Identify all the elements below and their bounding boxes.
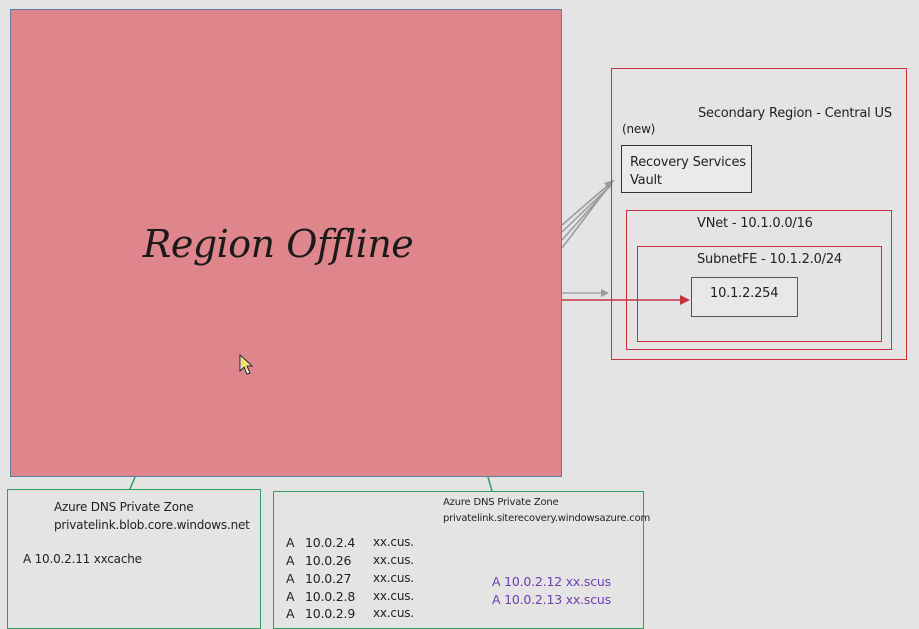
region-offline-overlay: Region Offline	[10, 9, 562, 477]
dns-secondary-record: A 10.0.2.13 xx.scus	[492, 592, 611, 607]
dns-record-type: A	[286, 553, 295, 568]
dns-record-host: xx.cus.	[373, 535, 414, 549]
vnet-box	[626, 210, 892, 350]
vault-label-line1: Recovery Services	[630, 155, 746, 170]
dns-record-host: xx.cus.	[373, 553, 414, 567]
dns-record-ip: 10.0.26	[305, 553, 352, 568]
dns-record-host: xx.cus.	[373, 589, 414, 603]
dns-record-type: A	[286, 589, 295, 604]
dns-record-type: A	[286, 571, 295, 586]
secondary-region-label: Secondary Region - Central US	[698, 106, 892, 121]
dns-zone-blob-record: A 10.0.2.11 xxcache	[23, 552, 142, 566]
recovery-services-vault-box	[621, 145, 752, 193]
subnet-label: SubnetFE - 10.1.2.0/24	[697, 252, 842, 267]
dns-record-host: xx.cus.	[373, 571, 414, 585]
mouse-cursor-icon	[239, 354, 254, 375]
new-tag: (new)	[622, 122, 656, 136]
subnet-box	[637, 246, 882, 342]
vnet-label: VNet - 10.1.0.0/16	[697, 216, 813, 231]
dns-record-ip: 10.0.2.9	[305, 606, 356, 621]
dns-zone-links	[129, 476, 493, 492]
private-endpoint-box	[691, 277, 798, 317]
dns-zone-siterecovery-title: Azure DNS Private Zone	[443, 497, 559, 508]
dns-record-ip: 10.0.2.8	[305, 589, 356, 604]
vault-label-line2: Vault	[630, 173, 662, 188]
endpoint-connector	[562, 289, 690, 305]
vault-connector-lines	[561, 179, 615, 249]
dns-zone-blob-title: Azure DNS Private Zone	[54, 500, 194, 514]
dns-record-type: A	[286, 606, 295, 621]
dns-secondary-record: A 10.0.2.12 xx.scus	[492, 574, 611, 589]
dns-record-ip: 10.0.27	[305, 571, 352, 586]
dns-record-host: xx.cus.	[373, 606, 414, 620]
private-endpoint-ip: 10.1.2.254	[710, 286, 779, 301]
dns-record-type: A	[286, 535, 295, 550]
dns-zone-blob-name: privatelink.blob.core.windows.net	[54, 518, 250, 532]
region-offline-title: Region Offline	[142, 222, 414, 266]
dns-zone-siterecovery-name: privatelink.siterecovery.windowsazure.co…	[443, 513, 651, 524]
secondary-region-box	[611, 68, 907, 360]
dns-record-ip: 10.0.2.4	[305, 535, 356, 550]
